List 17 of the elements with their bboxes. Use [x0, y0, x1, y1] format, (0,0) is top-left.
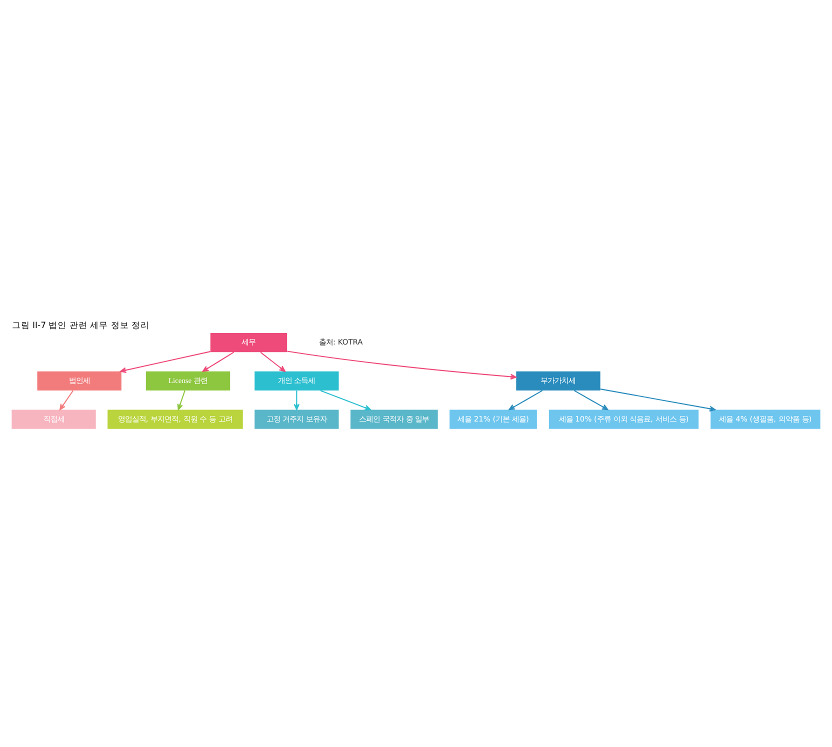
- node-box: 세무: [210, 332, 288, 352]
- arrow: [59, 390, 74, 410]
- diagram-title: 그림 II-7 법인 관련 세무 정보 정리: [12, 320, 150, 331]
- arrow: [177, 390, 186, 410]
- node-box: 개인 소득세: [254, 370, 339, 390]
- node-box: 법인세: [37, 370, 122, 390]
- node-box: 부가가치세: [516, 370, 600, 390]
- arrow: [120, 350, 210, 373]
- arrow: [508, 390, 543, 410]
- arrow: [294, 390, 300, 410]
- arrow: [600, 388, 716, 412]
- arrow: [260, 351, 286, 372]
- arrow: [287, 350, 517, 380]
- arrow: [320, 390, 371, 410]
- arrow: [202, 351, 234, 372]
- arrow: [574, 390, 608, 410]
- node-box: License 관련: [146, 370, 230, 390]
